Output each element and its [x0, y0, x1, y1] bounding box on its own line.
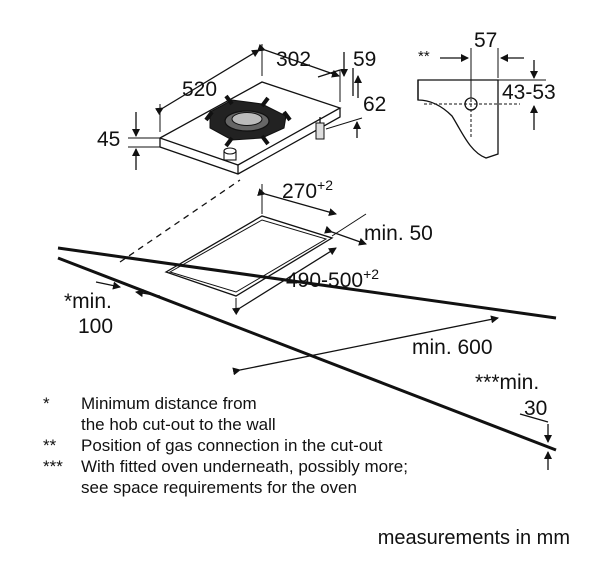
footnote-text: see space requirements for the oven — [81, 478, 357, 497]
hob-thickness-label: 45 — [97, 128, 120, 151]
hob-drawing — [158, 81, 342, 175]
footnote-marker: ** — [43, 436, 57, 455]
footnote-text: Minimum distance from — [81, 394, 257, 413]
connection-marker: ** — [418, 48, 430, 65]
hob-side-label: 59 — [353, 48, 376, 71]
hob-depth-label: 520 — [182, 78, 217, 101]
footnote-marker: * — [43, 394, 50, 413]
conn-offset-label: 57 — [474, 29, 497, 52]
footnote-text: Position of gas connection in the cut-ou… — [81, 436, 383, 455]
min-oven-label-2: 30 — [524, 397, 547, 420]
cutout-dimension-lines — [95, 184, 552, 470]
min-back-label: min. 50 — [364, 222, 433, 245]
cutout-width-label: 270+2 — [282, 177, 333, 203]
connection-bracket — [417, 79, 499, 159]
min-oven-label-1: ***min. — [475, 371, 539, 394]
min-worktop-label: min. 600 — [412, 336, 493, 359]
min-wall-label-1: *min. — [64, 290, 112, 313]
units-label: measurements in mm — [377, 527, 570, 549]
footnotes: * Minimum distance from the hob cut-out t… — [43, 393, 408, 498]
hob-height-label: 62 — [363, 93, 386, 116]
conn-height-label: 43-53 — [502, 81, 556, 104]
burner — [224, 110, 270, 132]
footnote-text: With fitted oven underneath, possibly mo… — [81, 457, 408, 476]
footnote-text: the hob cut-out to the wall — [81, 415, 276, 434]
hob-dimension-lines — [128, 43, 363, 170]
worktop-projection — [119, 179, 241, 263]
cutout-depth-label: 490-500+2 — [286, 266, 379, 292]
hob-width-label: 302 — [276, 48, 311, 71]
footnote-gas: ** Position of gas connection in the cut… — [43, 435, 408, 456]
gas-connection-detail — [417, 48, 546, 159]
footnote-wall: * Minimum distance from the hob cut-out t… — [43, 393, 408, 435]
footnote-marker: *** — [43, 457, 63, 476]
footnote-oven: *** With fitted oven underneath, possibl… — [43, 456, 408, 498]
control-knob — [223, 147, 237, 161]
gas-connector — [315, 117, 325, 140]
min-wall-label-2: 100 — [78, 315, 113, 338]
